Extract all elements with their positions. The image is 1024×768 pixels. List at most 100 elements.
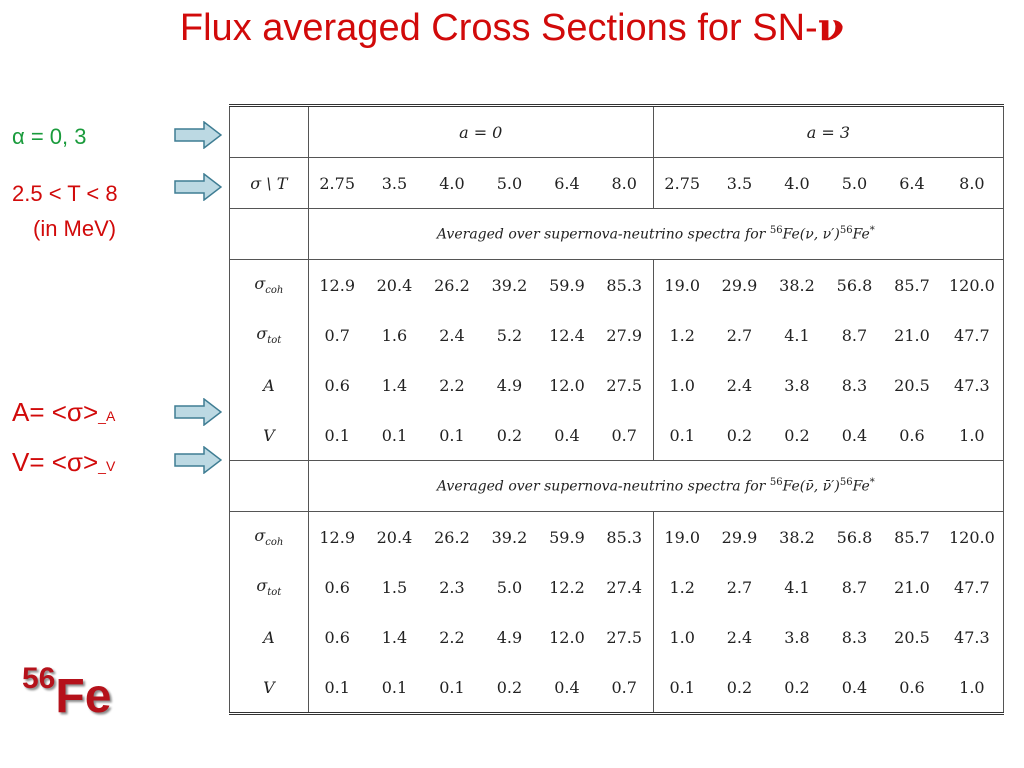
- row-label-subscript: tot: [267, 587, 282, 599]
- value-cell: 4.1: [784, 577, 810, 597]
- value-cell: 20.4: [365, 511, 424, 562]
- value-cell: 0.1: [439, 677, 465, 697]
- section-header-antineutrino: Averaged over supernova-neutrino spectra…: [229, 460, 1004, 512]
- row-label-a: A: [263, 375, 275, 395]
- value-cell: 0.6: [307, 562, 366, 612]
- value-cell: 3.8: [784, 627, 810, 647]
- value-cell: 59.9: [538, 511, 596, 562]
- title-nu-symbol: ν: [817, 4, 845, 49]
- table-row: σtot 0.7 1.6 2.4 5.2 12.4 27.9 1.2 2.7 4…: [230, 310, 1004, 360]
- value-cell: 0.2: [726, 677, 753, 697]
- arrow-right-icon: [174, 398, 222, 426]
- element-symbol: Fe: [55, 670, 112, 723]
- row-label-tot: σtot: [230, 562, 309, 612]
- value-cell: 1.4: [381, 375, 408, 395]
- value-cell: 3.8: [784, 375, 810, 395]
- value-cell: 19.0: [652, 511, 711, 562]
- arrow-right-icon: [174, 173, 222, 201]
- value-cell: 56.8: [825, 259, 884, 310]
- table-row: V 0.1 0.1 0.1 0.2 0.4 0.7 0.1 0.2 0.2 0.…: [230, 662, 1004, 714]
- table-row: σcoh 12.9 20.4 26.2 39.2 59.9 85.3 19.0 …: [229, 259, 1004, 310]
- row-label-v: V: [263, 677, 275, 697]
- temperature-cell: 2.75: [652, 157, 711, 209]
- value-cell: 12.4: [549, 325, 585, 345]
- cross-section-table: a = 0 a = 3 σ \ T 2.75 3.5 4.0 5.0 6.4 8…: [229, 104, 1004, 715]
- value-cell: 120.0: [940, 511, 1004, 562]
- temperature-cell: 4.0: [768, 157, 826, 209]
- value-cell: 0.1: [439, 425, 465, 445]
- value-cell: 12.0: [549, 627, 585, 647]
- temperature-cell: 5.0: [825, 157, 884, 209]
- value-cell: 1.2: [652, 562, 711, 612]
- value-cell: 38.2: [768, 259, 826, 310]
- value-cell: 21.0: [894, 325, 930, 345]
- corner-cell: [230, 106, 309, 158]
- value-cell: 1.0: [652, 360, 711, 410]
- temperature-cell: 6.4: [883, 157, 941, 209]
- value-cell: 27.5: [606, 375, 643, 395]
- value-cell: 20.5: [894, 627, 930, 647]
- vector-definition-subscript: _V: [98, 458, 116, 474]
- value-cell: 2.4: [726, 627, 753, 647]
- value-cell: 85.3: [595, 259, 654, 310]
- temperature-row: σ \ T 2.75 3.5 4.0 5.0 6.4 8.0 2.75 3.5 …: [229, 157, 1004, 209]
- title-text: Flux averaged Cross Sections for SN-: [179, 7, 818, 49]
- slide-title: Flux averaged Cross Sections for SN-ν: [0, 4, 1024, 50]
- value-cell: 2.7: [726, 577, 753, 597]
- section-star: *: [869, 225, 875, 237]
- value-cell: 12.2: [549, 577, 585, 597]
- value-cell: 0.2: [726, 425, 753, 445]
- value-cell: 20.5: [894, 375, 930, 395]
- table-row: A 0.6 1.4 2.2 4.9 12.0 27.5 1.0 2.4 3.8 …: [230, 612, 1004, 662]
- value-cell: 0.7: [611, 425, 637, 445]
- section-mass: 56: [839, 477, 853, 489]
- value-cell: 26.2: [423, 511, 481, 562]
- value-cell: 0.4: [554, 425, 580, 445]
- value-cell: 0.2: [784, 677, 810, 697]
- value-cell: 1.6: [381, 325, 408, 345]
- value-cell: 39.2: [480, 511, 539, 562]
- row-label-symbol: σ: [256, 323, 268, 343]
- temperature-cell: 4.0: [423, 157, 481, 209]
- value-cell: 47.7: [954, 325, 990, 345]
- axial-definition-subscript: _A: [98, 408, 116, 424]
- section-label-cell: [229, 208, 309, 260]
- value-cell: 85.7: [883, 511, 941, 562]
- value-cell: 12.9: [307, 511, 366, 562]
- value-cell: 1.0: [959, 425, 985, 445]
- value-cell: 2.4: [726, 375, 753, 395]
- value-cell: 0.2: [496, 425, 523, 445]
- value-cell: 8.7: [841, 325, 868, 345]
- value-cell: 47.3: [954, 627, 990, 647]
- section-title-antineutrino: Averaged over supernova-neutrino spectra…: [307, 460, 1004, 512]
- section-mass: 56: [769, 477, 783, 489]
- value-cell: 0.1: [307, 410, 366, 461]
- section-prefix: Averaged over supernova-neutrino spectra…: [436, 478, 770, 495]
- table-row: V 0.1 0.1 0.1 0.2 0.4 0.7 0.1 0.2 0.2 0.…: [230, 410, 1004, 461]
- value-cell: 1.4: [381, 627, 408, 647]
- value-cell: 2.4: [439, 325, 465, 345]
- temperature-unit-note: (in MeV): [33, 216, 117, 241]
- value-cell: 1.0: [959, 677, 985, 697]
- value-cell: 0.1: [652, 662, 711, 714]
- temperature-cell: 3.5: [710, 157, 769, 209]
- value-cell: 0.6: [307, 360, 366, 410]
- row-label-subscript: coh: [265, 537, 284, 549]
- value-cell: 27.9: [606, 325, 643, 345]
- row-label-a: A: [263, 627, 275, 647]
- value-cell: 47.3: [954, 375, 990, 395]
- value-cell: 120.0: [940, 259, 1004, 310]
- value-cell: 0.7: [611, 677, 637, 697]
- section-reaction: Fe(ν̄, ν̄′): [782, 478, 840, 495]
- row-label-symbol: σ: [254, 525, 266, 545]
- arrow-right-icon: [174, 446, 222, 474]
- value-cell: 4.9: [496, 627, 523, 647]
- row-label-subscript: coh: [265, 285, 284, 297]
- value-cell: 4.9: [496, 375, 523, 395]
- value-cell: 29.9: [710, 511, 769, 562]
- group-header-a3: a = 3: [652, 105, 1004, 158]
- section-prefix: Averaged over supernova-neutrino spectra…: [436, 226, 770, 243]
- table-row: σcoh 12.9 20.4 26.2 39.2 59.9 85.3 19.0 …: [229, 511, 1004, 562]
- group-header-row: a = 0 a = 3: [230, 105, 1004, 158]
- value-cell: 8.3: [841, 627, 868, 647]
